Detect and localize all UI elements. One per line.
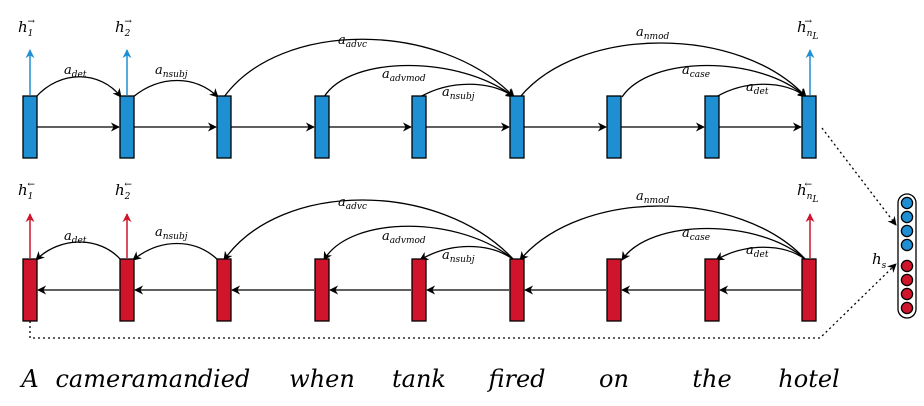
arc-det2-forward bbox=[715, 83, 807, 98]
dep-label-nsubj: ansubj bbox=[155, 63, 188, 80]
backward-output-label-2: h2← bbox=[115, 180, 132, 202]
backward-output-label-1: h1← bbox=[18, 180, 35, 202]
dep-label-advmod: aadvmod bbox=[382, 229, 426, 246]
dep-label-det-2: adet bbox=[746, 243, 769, 260]
sentence-vector: hs bbox=[29, 127, 917, 339]
arc-det2-backward bbox=[715, 246, 807, 261]
word-token: cameraman bbox=[55, 365, 198, 393]
dep-label-det: adet bbox=[64, 229, 87, 246]
arc-det-forward bbox=[35, 76, 122, 98]
arc-nmod-forward bbox=[519, 42, 807, 98]
input-sentence: A cameraman died when tank fired on the … bbox=[19, 365, 839, 393]
dep-label-case: acase bbox=[682, 226, 710, 243]
arc-advmod-forward bbox=[323, 64, 515, 98]
backward-lstm-cell bbox=[22, 258, 38, 322]
hs-forward-unit bbox=[900, 238, 914, 252]
arc-nsubj-forward bbox=[132, 79, 219, 98]
hs-backward-unit bbox=[900, 301, 914, 315]
forward-lstm-cell bbox=[509, 95, 525, 159]
arc-advc-backward bbox=[223, 199, 515, 261]
word-token: tank bbox=[392, 365, 446, 393]
word-token: hotel bbox=[778, 365, 839, 393]
forward-to-hs-connector bbox=[821, 127, 897, 226]
backward-lstm-cell bbox=[216, 258, 232, 322]
dep-label-nsubj-2: ansubj bbox=[442, 85, 475, 102]
backward-lstm-cell bbox=[314, 258, 330, 322]
arc-case-forward bbox=[621, 64, 807, 98]
hs-forward-unit bbox=[900, 224, 914, 238]
hs-label: hs bbox=[872, 250, 887, 271]
backward-to-hs-connector bbox=[29, 263, 897, 339]
hs-forward-unit bbox=[900, 210, 914, 224]
backward-lstm-cell bbox=[411, 258, 427, 322]
hs-backward-unit bbox=[900, 259, 914, 273]
forward-output-label-1: h1→ bbox=[18, 17, 35, 39]
dep-label-nmod: anmod bbox=[636, 189, 670, 206]
backward-lstm-cell bbox=[801, 258, 817, 322]
arc-advmod-backward bbox=[323, 225, 515, 261]
backward-lstm-cell bbox=[606, 258, 622, 322]
hs-backward-unit bbox=[900, 273, 914, 287]
arc-advc-forward bbox=[223, 38, 515, 98]
arc-nsubj-backward bbox=[132, 242, 219, 261]
arc-case-backward bbox=[621, 227, 807, 261]
backward-lstm-row: h1← h2← hnL← adet ansubj aadvc aadvmod a… bbox=[18, 180, 818, 322]
dep-label-advc: aadvc bbox=[338, 195, 367, 212]
word-token: fired bbox=[486, 365, 545, 393]
backward-lstm-cell bbox=[119, 258, 135, 322]
dep-label-det-2: adet bbox=[746, 80, 769, 97]
forward-lstm-cell bbox=[216, 95, 232, 159]
hs-backward-unit bbox=[900, 287, 914, 301]
dep-label-nmod: anmod bbox=[636, 25, 670, 42]
dep-label-det: adet bbox=[64, 63, 87, 80]
forward-output-label-2: h2→ bbox=[115, 17, 132, 39]
backward-lstm-cell bbox=[509, 258, 525, 322]
dep-label-nsubj: ansubj bbox=[155, 225, 188, 242]
arc-nmod-backward bbox=[519, 205, 807, 261]
dep-label-advmod: aadvmod bbox=[382, 67, 426, 84]
arc-nsubj2-forward bbox=[419, 83, 515, 98]
backward-lstm-cell bbox=[704, 258, 720, 322]
word-token: the bbox=[692, 365, 731, 393]
forward-lstm-row: h1→ h2→ hnL→ adet ansubj aadvc aadvmod a… bbox=[18, 17, 818, 159]
forward-lstm-cell bbox=[22, 95, 38, 159]
hs-vector-container bbox=[897, 193, 917, 319]
forward-output-label-n: hnL→ bbox=[797, 17, 818, 42]
forward-lstm-cell bbox=[411, 95, 427, 159]
dep-label-case: acase bbox=[682, 63, 710, 80]
forward-lstm-cell bbox=[704, 95, 720, 159]
word-token: when bbox=[289, 365, 355, 393]
forward-lstm-cell bbox=[314, 95, 330, 159]
hs-forward-unit bbox=[900, 196, 914, 210]
dep-label-nsubj-2: ansubj bbox=[442, 248, 475, 265]
dep-label-advc: aadvc bbox=[338, 33, 367, 50]
backward-output-label-n: hnL← bbox=[797, 180, 818, 205]
word-token: on bbox=[599, 365, 629, 393]
arc-det-backward bbox=[35, 241, 122, 261]
forward-lstm-cell bbox=[606, 95, 622, 159]
word-token: died bbox=[198, 365, 251, 393]
forward-lstm-cell bbox=[119, 95, 135, 159]
word-token: A bbox=[19, 365, 38, 393]
arc-nsubj2-backward bbox=[419, 245, 515, 261]
forward-lstm-cell bbox=[801, 95, 817, 159]
